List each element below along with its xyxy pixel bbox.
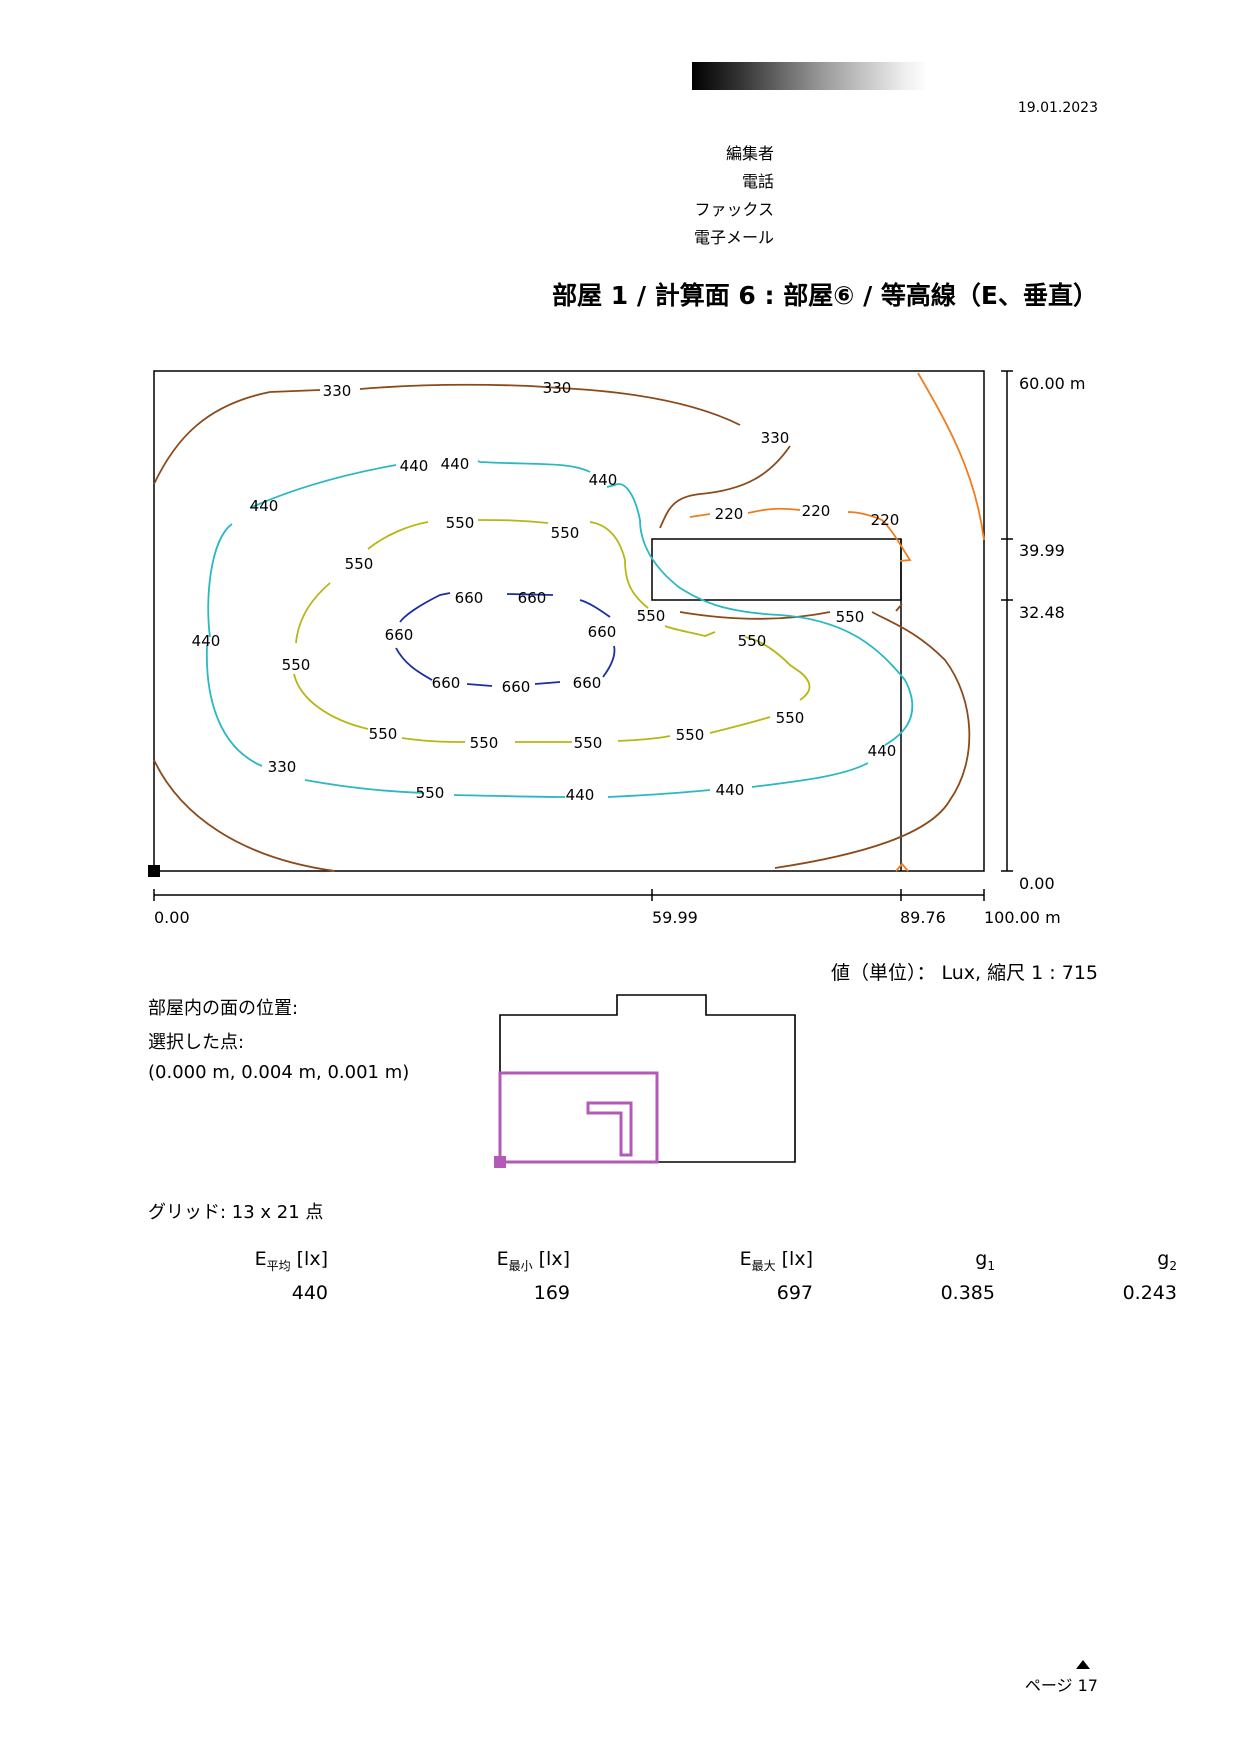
brand-gradient-bar bbox=[692, 62, 928, 90]
contour-label: 550 bbox=[470, 734, 499, 752]
stat-header-e-avg: E平均 [lx] bbox=[254, 1248, 328, 1273]
selected-point-value: (0.000 m, 0.004 m, 0.001 m) bbox=[148, 1062, 410, 1083]
contour-label: 550 bbox=[836, 608, 865, 626]
y-axis-label: 0.00 bbox=[1019, 874, 1055, 893]
contour-440 bbox=[205, 460, 914, 798]
stat-header-e-min: E最小 [lx] bbox=[496, 1248, 570, 1273]
plot-frame bbox=[153, 370, 985, 872]
stat-value-g2: 0.243 bbox=[1122, 1282, 1177, 1304]
obstacle-rectangle bbox=[651, 538, 902, 601]
contour-330-outer bbox=[153, 383, 971, 869]
contour-label: 330 bbox=[543, 379, 572, 397]
contour-220-right bbox=[917, 372, 985, 541]
contour-330-right-small bbox=[895, 603, 903, 612]
contour-330-corner bbox=[895, 862, 909, 872]
contour-label: 440 bbox=[868, 742, 897, 760]
contour-label: 220 bbox=[715, 505, 744, 523]
contour-label: 440 bbox=[716, 781, 745, 799]
report-date: 19.01.2023 bbox=[1017, 100, 1098, 116]
contact-email-label: 電子メール bbox=[693, 228, 774, 247]
contour-label: 330 bbox=[268, 758, 297, 776]
origin-marker bbox=[148, 865, 160, 877]
x-axis-label: 59.99 bbox=[652, 908, 698, 927]
units-scale-note: 値（単位）： Lux, 縮尺 1 : 715 bbox=[830, 962, 1098, 984]
contour-label: 220 bbox=[871, 511, 900, 529]
contour-label: 440 bbox=[441, 455, 470, 473]
contour-label: 660 bbox=[518, 589, 547, 607]
contour-label: 660 bbox=[432, 674, 461, 692]
contour-label: 440 bbox=[192, 632, 221, 650]
page-number: ページ 17 bbox=[1024, 1676, 1098, 1695]
contour-label: 660 bbox=[455, 589, 484, 607]
origin-marker bbox=[494, 1156, 506, 1168]
location-label: 部屋内の面の位置: bbox=[148, 998, 299, 1019]
stat-header-e-max: E最大 [lx] bbox=[739, 1248, 813, 1273]
y-axis-label: 39.99 bbox=[1019, 541, 1065, 560]
contact-fax-label: ファックス bbox=[694, 200, 774, 219]
contour-label: 550 bbox=[345, 555, 374, 573]
contour-label: 440 bbox=[250, 497, 279, 515]
stat-value-e-max: 697 bbox=[776, 1282, 813, 1304]
contour-550 bbox=[293, 519, 811, 743]
contour-220-inner bbox=[689, 507, 912, 562]
contour-label: 550 bbox=[282, 656, 311, 674]
contour-label: 330 bbox=[761, 429, 790, 447]
contour-label: 550 bbox=[738, 632, 767, 650]
x-axis-label: 89.76 bbox=[900, 908, 946, 927]
obstacle-outline bbox=[586, 1101, 633, 1157]
contour-label: 660 bbox=[588, 623, 617, 641]
x-axis-label: 100.00 m bbox=[984, 908, 1061, 927]
contour-label: 660 bbox=[573, 674, 602, 692]
contour-label: 550 bbox=[551, 524, 580, 542]
contour-label: 440 bbox=[566, 786, 595, 804]
page-up-arrow-icon[interactable] bbox=[1076, 1660, 1090, 1669]
contour-330-lower-left bbox=[153, 759, 336, 872]
contour-label: 550 bbox=[637, 607, 666, 625]
contour-label: 220 bbox=[802, 502, 831, 520]
contour-label: 660 bbox=[502, 678, 531, 696]
stat-value-e-avg: 440 bbox=[291, 1282, 328, 1304]
page-title: 部屋 1 / 計算面 6 : 部屋⑥ / 等高線（E、垂直） bbox=[552, 281, 1098, 310]
contour-plot: 330 330 330 220 220 220 440 440 440 440 … bbox=[148, 370, 1085, 927]
grid-info: グリッド: 13 x 21 点 bbox=[148, 1202, 324, 1223]
y-axis-label: 60.00 m bbox=[1019, 374, 1085, 393]
contour-label: 550 bbox=[676, 726, 705, 744]
contour-label: 440 bbox=[589, 471, 618, 489]
contour-label: 550 bbox=[416, 784, 445, 802]
stat-header-g1: g1 bbox=[975, 1248, 995, 1273]
selected-point-label: 選択した点: bbox=[148, 1032, 245, 1053]
stat-value-g1: 0.385 bbox=[940, 1282, 995, 1304]
contour-660 bbox=[395, 592, 616, 687]
contour-label: 660 bbox=[385, 626, 414, 644]
contact-phone-label: 電話 bbox=[741, 172, 774, 191]
contour-label: 550 bbox=[369, 725, 398, 743]
contact-editor-label: 編集者 bbox=[725, 144, 774, 163]
stat-value-e-min: 169 bbox=[533, 1282, 570, 1304]
room-outline bbox=[499, 994, 796, 1163]
selected-surface-outline bbox=[498, 1071, 659, 1164]
contour-label: 550 bbox=[776, 709, 805, 727]
y-axis-label: 32.48 bbox=[1019, 603, 1065, 622]
stat-header-g2: g2 bbox=[1157, 1248, 1177, 1273]
contour-label: 550 bbox=[574, 734, 603, 752]
room-position-diagram bbox=[494, 994, 796, 1168]
contour-label: 330 bbox=[323, 382, 352, 400]
contour-label: 550 bbox=[446, 514, 475, 532]
x-axis-label: 0.00 bbox=[154, 908, 190, 927]
contour-label: 440 bbox=[400, 457, 429, 475]
